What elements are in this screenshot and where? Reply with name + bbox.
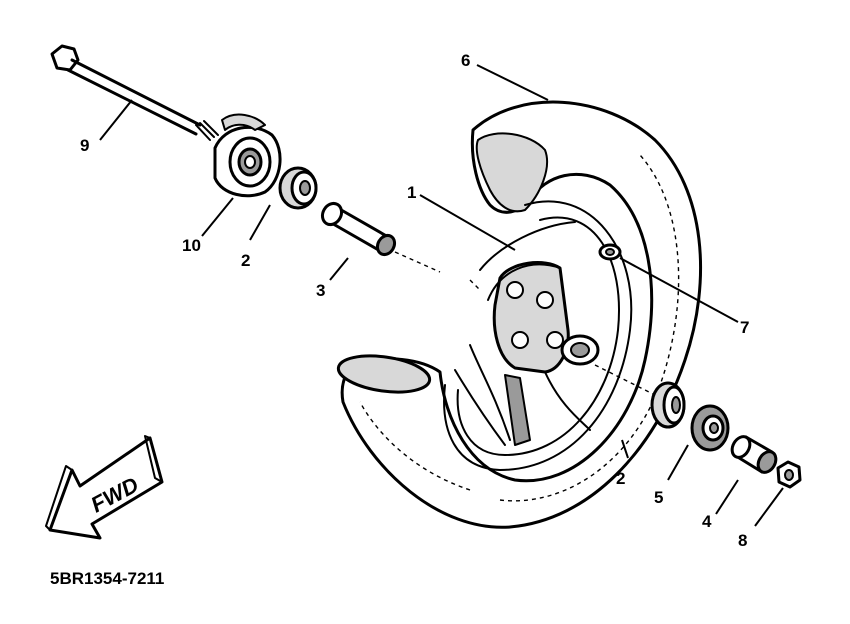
leader-lines bbox=[99, 64, 784, 527]
diagram-code: 5BR1354-7211 bbox=[50, 569, 164, 588]
assembly-centerlines bbox=[394, 251, 656, 396]
forward-direction-arrow: FWD bbox=[45, 435, 164, 540]
part-number-6: 6 bbox=[461, 51, 470, 70]
oil-seal bbox=[690, 404, 730, 452]
nut bbox=[776, 460, 802, 489]
part-number-3: 3 bbox=[316, 281, 325, 300]
part-number-4: 4 bbox=[702, 512, 712, 531]
wheel-rim bbox=[443, 200, 633, 471]
gear-unit bbox=[213, 113, 282, 198]
wheel-axle bbox=[50, 44, 219, 141]
part-number-2-right: 2 bbox=[616, 469, 625, 488]
part-number-10: 10 bbox=[182, 236, 201, 255]
part-number-labels: 1 2 2 3 4 5 6 7 8 9 10 bbox=[80, 51, 749, 550]
collar-left bbox=[320, 201, 397, 257]
tire bbox=[336, 100, 703, 529]
valve bbox=[598, 243, 622, 261]
bearing-left bbox=[278, 166, 318, 210]
part-number-2-left: 2 bbox=[241, 251, 250, 270]
part-number-8: 8 bbox=[738, 531, 747, 550]
part-number-5: 5 bbox=[654, 488, 663, 507]
part-number-9: 9 bbox=[80, 136, 89, 155]
part-number-7: 7 bbox=[740, 318, 749, 337]
collar-right bbox=[730, 435, 778, 474]
part-number-1: 1 bbox=[407, 183, 416, 202]
bearing-right bbox=[650, 381, 686, 429]
